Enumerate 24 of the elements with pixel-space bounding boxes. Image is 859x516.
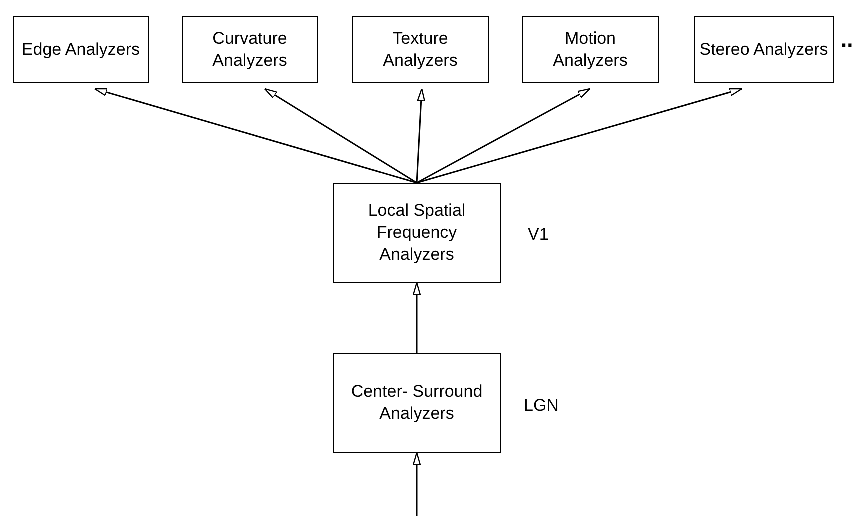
box-label: Curvature Analyzers [212, 28, 288, 72]
box-label: Center- Surround Analyzers [350, 381, 484, 425]
arrow [412, 452, 422, 516]
box-label: Motion Analyzers [552, 28, 629, 72]
arrow [94, 88, 418, 184]
analyzer-box [333, 183, 501, 283]
analyzer-box [182, 16, 318, 83]
layer-label: LGN [524, 395, 559, 417]
analyzer-box [13, 16, 149, 83]
box-label: Stereo Analyzers [700, 38, 828, 60]
box-label: Texture Analyzers [382, 28, 459, 72]
ellipsis: .. [841, 26, 854, 54]
box-label: Local Spatial Frequency Analyzers [367, 200, 467, 266]
analyzer-box [352, 16, 489, 83]
arrow [416, 88, 743, 184]
layer-label: V1 [528, 224, 549, 246]
arrow [416, 88, 426, 184]
arrow [412, 282, 422, 353]
analyzer-box [333, 353, 501, 453]
arrow [416, 88, 591, 184]
box-label: Edge Analyzers [22, 38, 140, 60]
arrow [264, 88, 418, 184]
analyzer-box [694, 16, 834, 83]
analyzer-box [522, 16, 659, 83]
